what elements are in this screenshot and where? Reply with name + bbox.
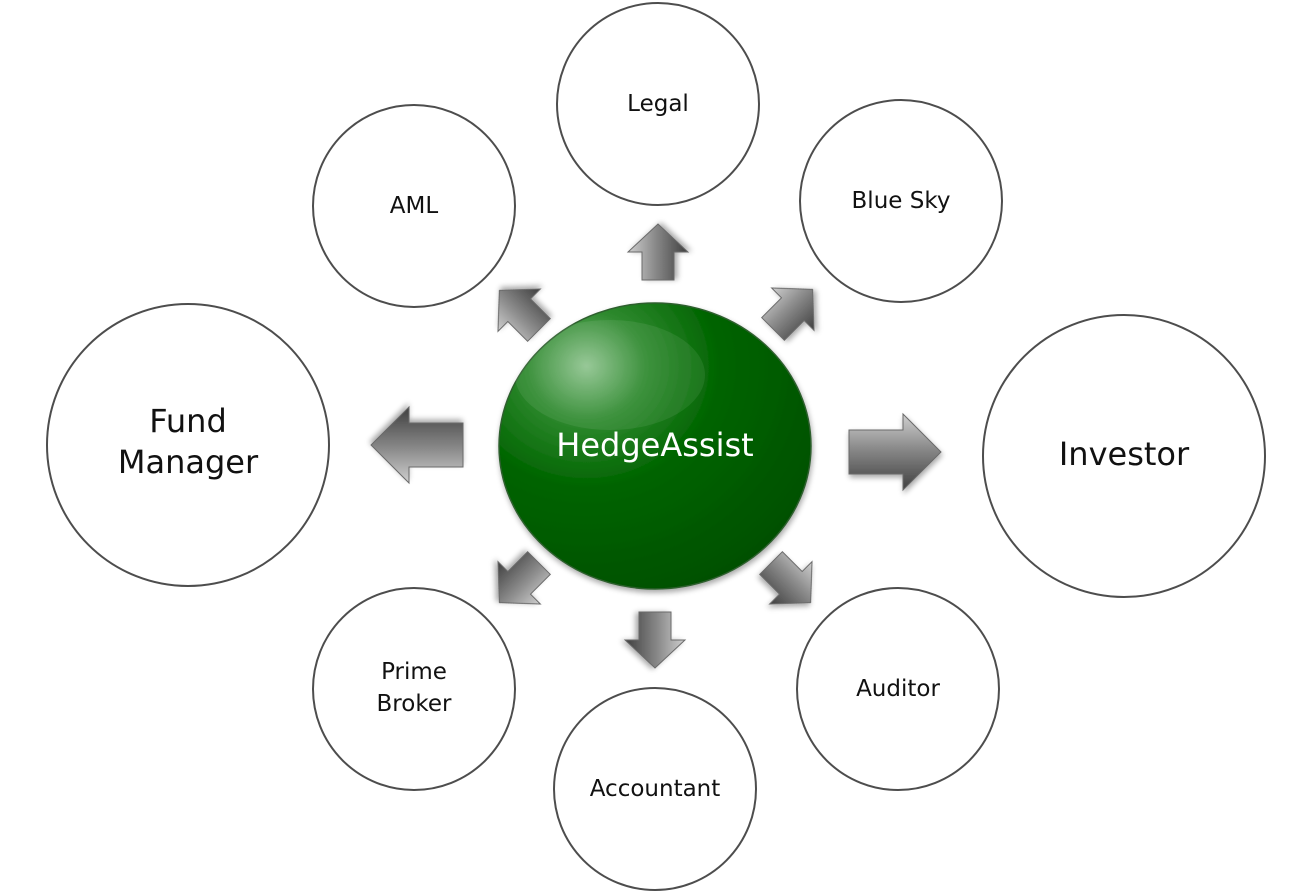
node-label-blue-sky-line-1: Blue Sky bbox=[852, 188, 951, 214]
arrow-to-prime-broker bbox=[497, 551, 551, 605]
node-accountant: Accountant bbox=[553, 687, 757, 891]
node-label-investor-line-1: Investor bbox=[1059, 435, 1190, 473]
node-label-aml-line-1: AML bbox=[390, 193, 439, 219]
svg-text:Broker: Broker bbox=[377, 691, 452, 717]
arrows-group bbox=[370, 223, 942, 669]
svg-text:Manager: Manager bbox=[118, 443, 259, 481]
arrow-to-accountant bbox=[623, 611, 687, 669]
node-label-fund-manager-line-2: Manager bbox=[118, 443, 259, 481]
svg-text:Auditor: Auditor bbox=[856, 676, 940, 702]
arrow-to-fund-manager bbox=[370, 405, 464, 485]
node-auditor: Auditor bbox=[796, 587, 1000, 791]
node-label-prime-broker-line-2: Broker bbox=[377, 691, 452, 717]
hub-node: HedgeAssist bbox=[498, 302, 812, 590]
arrow-to-aml bbox=[497, 288, 551, 342]
node-label-legal-line-1: Legal bbox=[627, 91, 689, 117]
nodes-group: Legal Blue Sky Investor Auditor Accounta… bbox=[46, 2, 1266, 891]
node-label-auditor-line-1: Auditor bbox=[856, 676, 940, 702]
arrow-to-blue-sky bbox=[761, 287, 815, 341]
node-investor: Investor bbox=[982, 314, 1266, 598]
svg-text:Legal: Legal bbox=[627, 91, 689, 117]
node-label-prime-broker-line-1: Prime bbox=[381, 659, 447, 685]
node-label-fund-manager-line-1: Fund bbox=[149, 402, 227, 440]
arrow-to-auditor bbox=[759, 551, 813, 605]
svg-text:Fund: Fund bbox=[149, 402, 227, 440]
node-blue-sky: Blue Sky bbox=[799, 99, 1003, 303]
node-prime-broker: Prime Broker bbox=[312, 587, 516, 791]
node-aml: AML bbox=[312, 104, 516, 308]
svg-text:Prime: Prime bbox=[381, 659, 447, 685]
arrow-to-investor bbox=[848, 412, 942, 492]
hub-label: HedgeAssist bbox=[556, 426, 753, 464]
node-legal: Legal bbox=[556, 2, 760, 206]
arrow-to-legal bbox=[626, 223, 690, 281]
svg-text:AML: AML bbox=[390, 193, 439, 219]
svg-text:Investor: Investor bbox=[1059, 435, 1190, 473]
node-fund-manager: Fund Manager bbox=[46, 303, 330, 587]
svg-text:Accountant: Accountant bbox=[590, 776, 721, 802]
node-label-accountant-line-1: Accountant bbox=[590, 776, 721, 802]
svg-text:Blue Sky: Blue Sky bbox=[852, 188, 951, 214]
